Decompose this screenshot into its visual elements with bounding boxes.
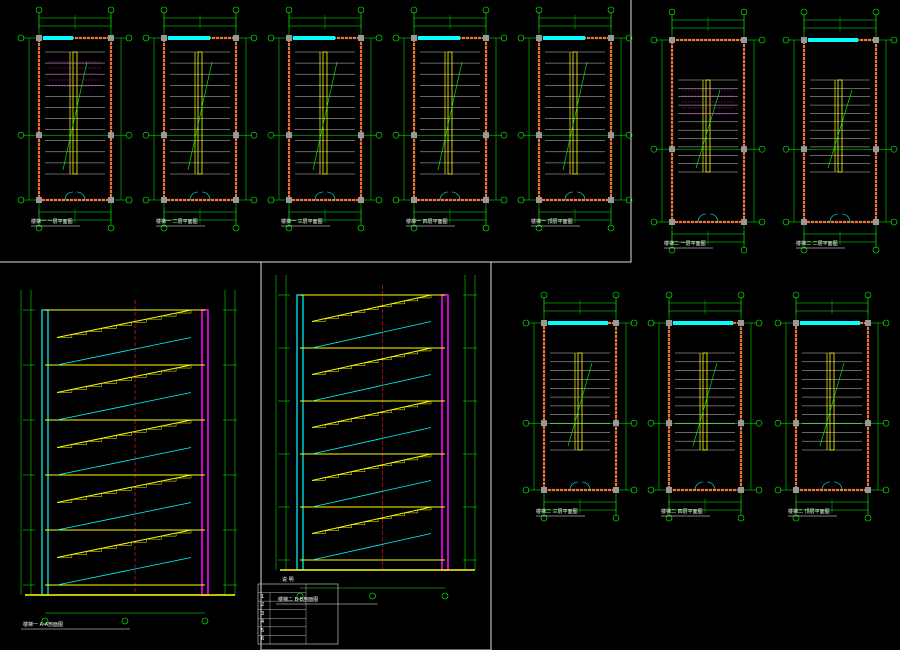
stair2-plan-4-title: 楼梯二 四层平面图 [661,509,703,515]
stair1-plan-2-title: 楼梯一 二层平面图 [156,219,198,225]
notes-row-number: 5 [261,627,265,634]
notes-table-title: 说 明 [282,577,294,583]
stair2-plan-3-title: 楼梯二 三层平面图 [536,509,578,515]
notes-row-number: 1 [261,593,265,600]
stair2-plan-4 [647,291,763,522]
stair2-plan-5 [774,291,890,522]
section-a-a-title: 楼梯一 A-A剖面图 [23,622,64,628]
stair2-plan-5-title: 楼梯二 顶层平面图 [788,509,830,515]
notes-row-number: 6 [261,636,265,643]
stair2-plan-1-title: 楼梯二 一层平面图 [664,241,706,247]
section-a-a [20,290,237,630]
stair1-plan-1-title: 楼梯一 一层平面图 [31,219,73,225]
stair1-plan-2 [142,6,258,232]
stair1-plan-3 [267,6,383,232]
notes-row-number: 4 [261,619,265,626]
stair1-plan-4 [392,6,508,232]
section-b-b [275,275,477,605]
section-b-b-title: 楼梯二 B-B剖面图 [278,597,319,603]
stair2-plan-2 [782,8,898,254]
stair1-plan-1 [17,6,133,232]
notes-row-number: 3 [261,610,265,617]
notes-row-number: 2 [261,602,265,609]
stair1-plan-3-title: 楼梯一 三层平面图 [281,219,323,225]
section2-frame [260,261,492,650]
row1-frame [0,0,632,263]
stair1-plan-4-title: 楼梯一 四层平面图 [406,219,448,225]
stair1-plan-5 [517,6,633,232]
stair2-plan-2-title: 楼梯二 二层平面图 [796,241,838,247]
stair2-plan-1 [650,8,766,254]
notes-table [257,583,339,645]
stair2-plan-3 [522,291,638,522]
stair1-plan-5-title: 楼梯一 顶层平面图 [531,219,573,225]
